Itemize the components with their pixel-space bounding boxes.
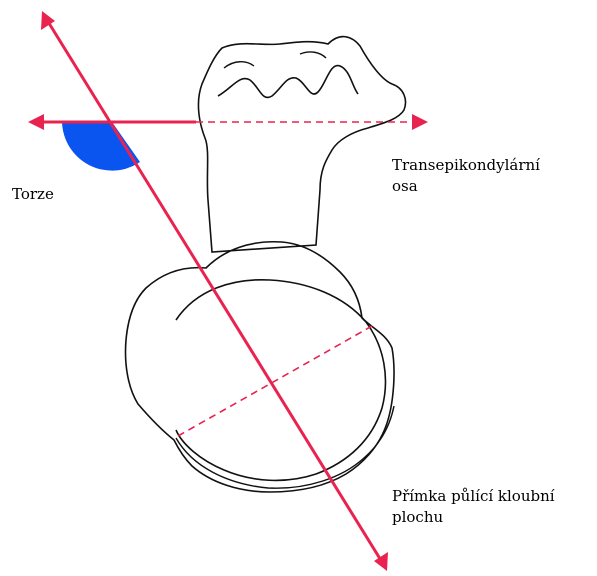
articular-rim xyxy=(176,406,394,488)
transepicondylar-label-line1: Transepikondylární xyxy=(392,155,540,176)
bisector-label-line2: plochu xyxy=(392,507,555,528)
transepicondylar-axis-label: Transepikondylární osa xyxy=(392,155,540,197)
articular-chord-dashed xyxy=(178,326,372,436)
transepicondylar-right-arrowhead xyxy=(412,114,428,130)
epicondyle-inner-contour xyxy=(218,66,358,98)
articular-surface-outline xyxy=(176,280,385,481)
bisector-axis-label: Přímka půlící kloubní plochu xyxy=(392,486,555,528)
torsion-label: Torze xyxy=(12,184,54,205)
transepicondylar-label-line2: osa xyxy=(392,176,540,197)
bisector-label-line1: Přímka půlící kloubní xyxy=(392,486,555,507)
torsion-angle-sector xyxy=(62,122,140,171)
epicondyle-inner-contour-2 xyxy=(224,52,326,68)
transepicondylar-left-arrowhead xyxy=(28,114,44,130)
distal-epicondyle-outline xyxy=(198,37,405,252)
